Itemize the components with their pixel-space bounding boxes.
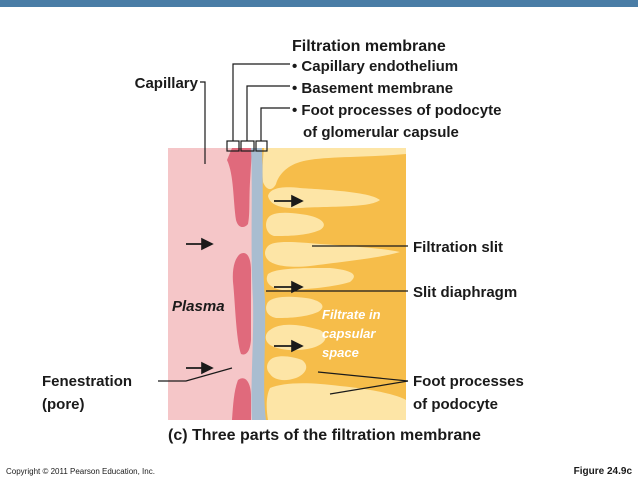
component-foot-processes: • Foot processes of podocyte <box>292 102 501 119</box>
component-endothelium: • Capillary endothelium <box>292 58 458 75</box>
foot-processes <box>262 148 406 420</box>
fenestration-label-line2: (pore) <box>42 396 85 413</box>
membrane-illustration <box>168 148 406 420</box>
foot-processes-label-line1: Foot processes <box>413 373 524 390</box>
filtrate-label-line1: Filtrate in <box>322 307 381 322</box>
foot-processes-label-line2: of podocyte <box>413 396 498 413</box>
filtrate-flow-arrows <box>274 194 304 353</box>
basement-membrane <box>251 148 266 420</box>
endothelium-segment <box>227 148 252 228</box>
caption: (c) Three parts of the filtration membra… <box>168 427 481 444</box>
plasma-label: Plasma <box>172 298 225 315</box>
endothelium-segment <box>232 252 251 355</box>
component-basement-membrane: • Basement membrane <box>292 80 453 97</box>
filtrate-label-line3: space <box>322 345 359 360</box>
capillary-label: Capillary <box>135 75 199 92</box>
copyright-text: Copyright © 2011 Pearson Education, Inc. <box>6 467 155 476</box>
fenestration-label-line1: Fenestration <box>42 373 132 390</box>
top-accent-bar <box>0 0 638 7</box>
component-glomerular-capsule: of glomerular capsule <box>303 124 459 141</box>
heading-label: Filtration membrane <box>292 38 446 55</box>
filtration-slit-label: Filtration slit <box>413 239 503 256</box>
filtrate-label-line2: capsular <box>322 326 376 341</box>
slit-diaphragm-label: Slit diaphragm <box>413 284 517 301</box>
leader-lines <box>158 63 409 395</box>
plasma-flow-arrows <box>186 237 214 375</box>
endothelium-segment <box>232 378 251 420</box>
figure-number: Figure 24.9c <box>574 466 633 477</box>
